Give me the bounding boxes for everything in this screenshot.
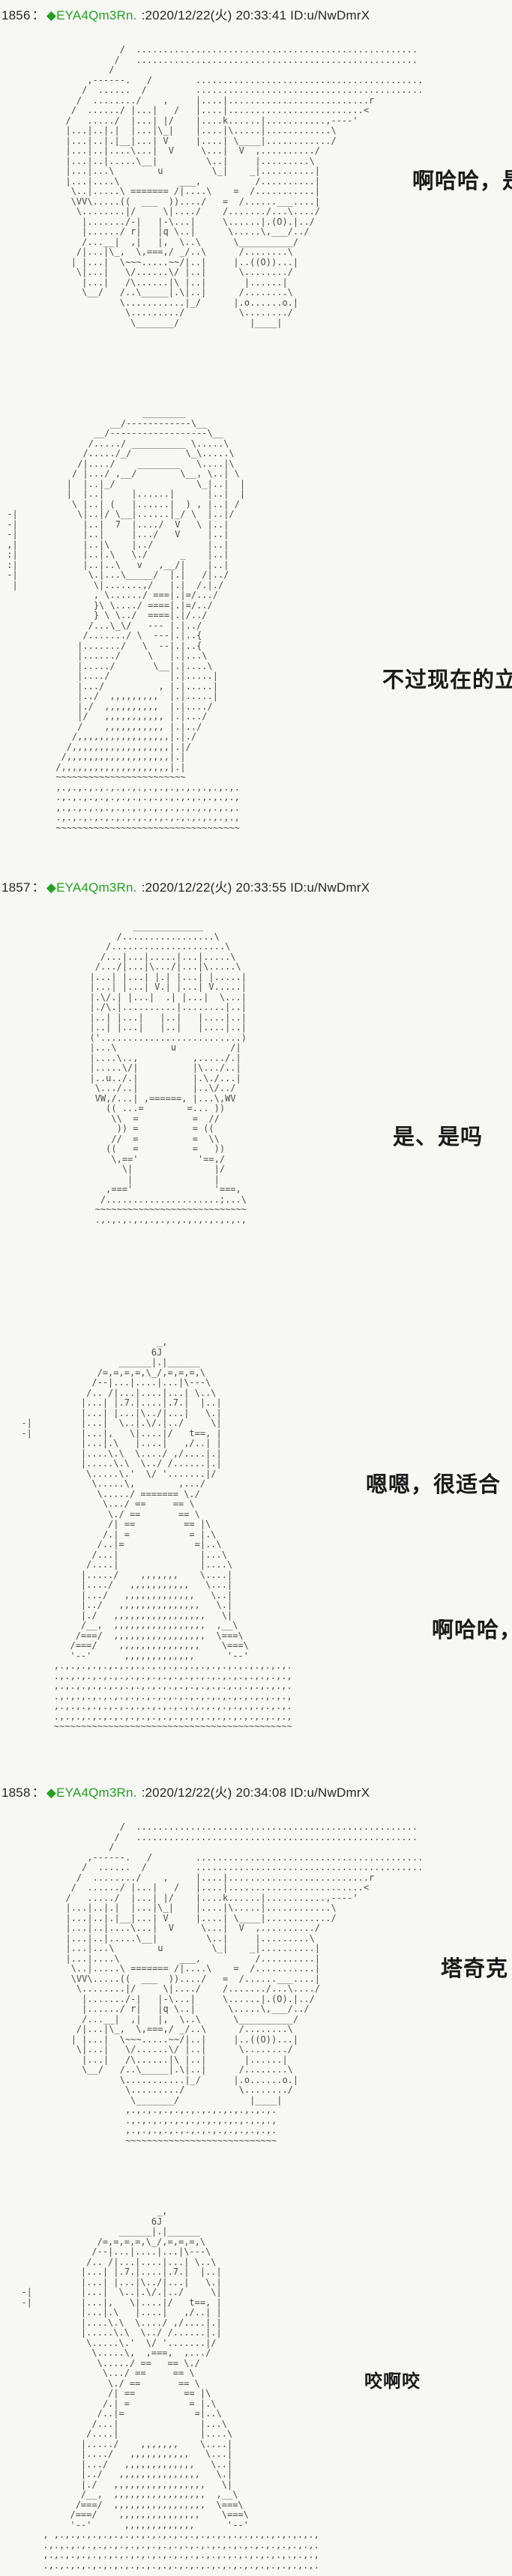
ascii-art: / ......................................… [65, 1821, 424, 2146]
post-tripcode: ◆EYA4Qm3Rn. [46, 8, 137, 22]
post-datetime-id: :2020/12/22(火) 20:34:08 ID:u/NwDmrX [141, 1786, 370, 1800]
post-header: 1857：◆EYA4Qm3Rn. :2020/12/22(火) 20:33:55 … [1, 877, 370, 895]
post-header: 1858：◆EYA4Qm3Rn. :2020/12/22(火) 20:34:08 … [1, 1782, 370, 1801]
speech-text: 咬啊咬 [364, 2371, 421, 2392]
post-datetime-id: :2020/12/22(火) 20:33:55 ID:u/NwDmrX [141, 880, 370, 895]
speech-text: 塔奇克 [441, 1957, 509, 1981]
ascii-art: _, 6J ______|.|______ /=,=,=,=,\_/,=,=,=… [21, 1337, 292, 1732]
ascii-art: _, 6J ______|.|______ /=,=,=,=,\_/,=,=,=… [21, 2206, 319, 2576]
post-datetime-id: :2020/12/22(火) 20:33:41 ID:u/NwDmrX [141, 8, 370, 22]
speech-text: 不过现在的立 [382, 668, 512, 692]
speech-text: 啊哈哈， [432, 1618, 512, 1642]
ascii-art: ________ __/------------\__ __/---------… [7, 408, 246, 833]
post-number: 1856 [1, 8, 31, 22]
post-number: 1857 [1, 880, 31, 895]
post-tripcode: ◆EYA4Qm3Rn. [46, 880, 137, 895]
ascii-art: / ......................................… [65, 44, 424, 328]
speech-text: 啊哈哈，是 [412, 169, 512, 193]
speech-text: 嗯嗯，很适合 [366, 1473, 502, 1497]
speech-text: 是、是吗 [393, 1125, 484, 1149]
post-number: 1858 [1, 1786, 31, 1800]
ascii-art: _____________ /.................\ /.....… [89, 921, 247, 1225]
post-separator: ： [31, 1786, 45, 1800]
post-tripcode: ◆EYA4Qm3Rn. [46, 1786, 137, 1800]
post-separator: ： [31, 8, 45, 22]
post-header: 1856：◆EYA4Qm3Rn. :2020/12/22(火) 20:33:41 … [1, 4, 370, 23]
post-separator: ： [31, 880, 45, 895]
